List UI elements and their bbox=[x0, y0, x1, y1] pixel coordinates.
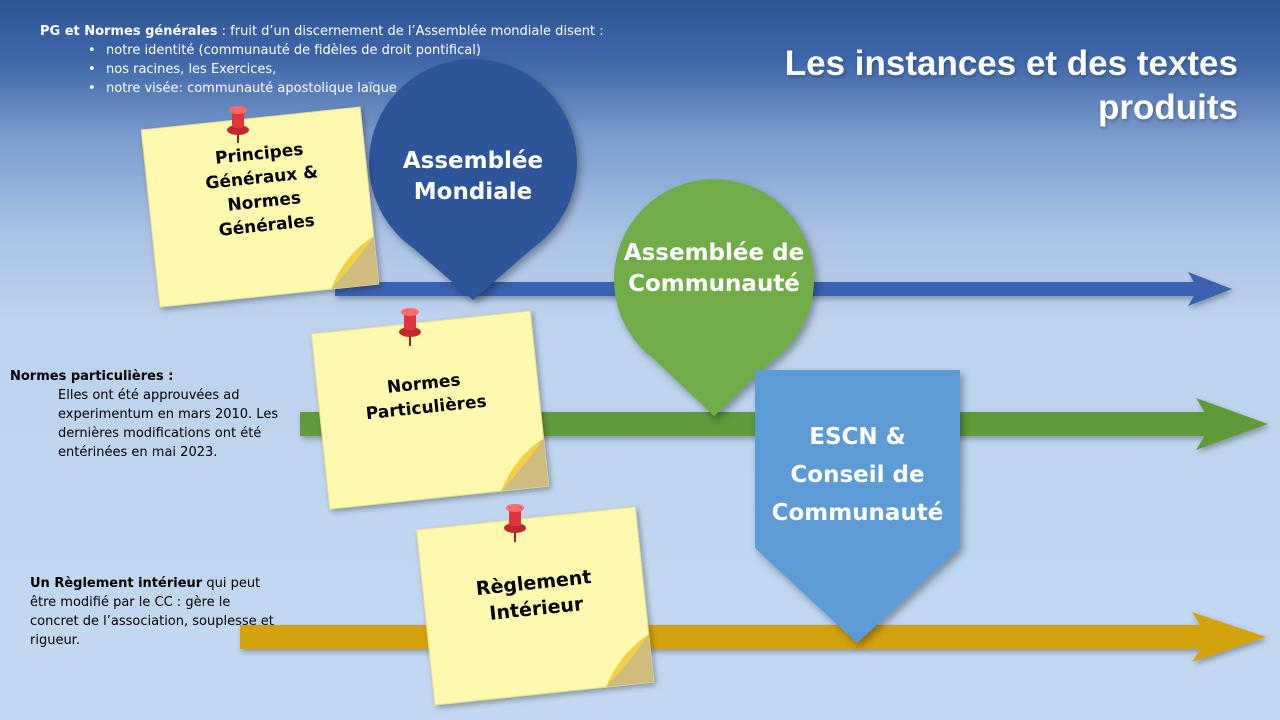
bubble-communaute-shape bbox=[614, 179, 814, 416]
sticky-note-principes bbox=[140, 106, 380, 308]
pg-description: PG et Normes générales : fruit d’un disc… bbox=[40, 22, 660, 98]
pg-lead-bold: PG et Normes générales bbox=[40, 24, 218, 39]
sticky-note-particulieres bbox=[310, 310, 550, 510]
arrow-gold bbox=[240, 612, 1266, 662]
normes-description: Normes particulières : Elles ont été app… bbox=[10, 367, 300, 462]
normes-body: Elles ont été approuvées ad experimentum… bbox=[58, 388, 279, 460]
pg-lead: PG et Normes générales : fruit d’un disc… bbox=[40, 22, 660, 41]
reglement-rest: qui peut être modifié par le CC : gère l… bbox=[30, 576, 274, 648]
bubble-mondiale-text: Assemblée Mondiale bbox=[402, 148, 544, 205]
pushpin-icon bbox=[227, 106, 249, 143]
pentagon-escn-text: ESCN & Conseil de Communauté bbox=[771, 424, 944, 526]
pg-list-item: notre identité (communauté de fidèles de… bbox=[88, 41, 660, 60]
note-principes-text: Principes Généraux & Normes Générales bbox=[204, 139, 319, 241]
pushpin-icon bbox=[399, 308, 421, 346]
pg-list-item: nos racines, les Exercices, bbox=[88, 60, 660, 79]
pentagon-escn-shape bbox=[755, 370, 960, 643]
reglement-bold: Un Règlement intérieur bbox=[30, 576, 203, 591]
pg-lead-rest: : fruit d’un discernement de l’Assemblée… bbox=[217, 24, 604, 39]
normes-heading: Normes particulières : bbox=[10, 369, 174, 384]
pg-list: notre identité (communauté de fidèles de… bbox=[40, 41, 660, 98]
slide-title: Les instances et des textes produits bbox=[784, 44, 1238, 127]
bubble-mondiale-shape bbox=[369, 59, 578, 301]
sticky-note-reglement bbox=[415, 506, 655, 706]
reglement-description: Un Règlement intérieur qui peut être mod… bbox=[30, 574, 278, 650]
pg-list-item: notre visée: communauté apostolique laïq… bbox=[88, 79, 660, 98]
pushpin-icon bbox=[504, 504, 526, 542]
bubble-communaute-text: Assemblée de Communauté bbox=[623, 240, 805, 297]
